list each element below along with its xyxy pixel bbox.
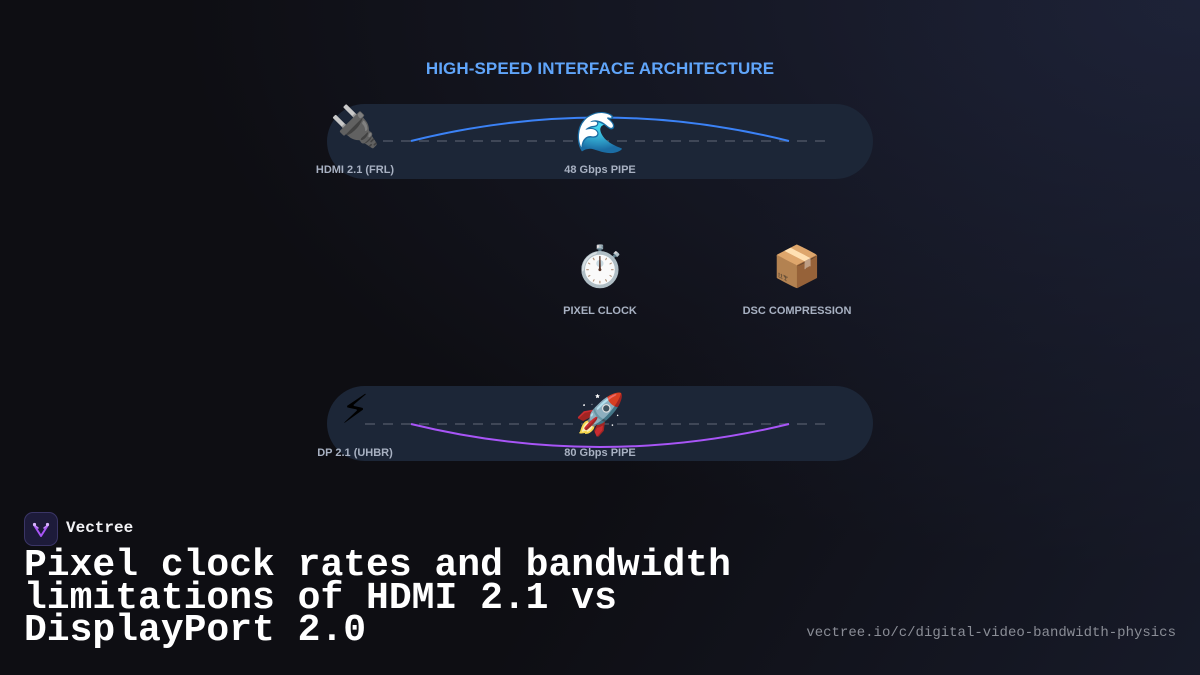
hdmi-label: HDMI 2.1 (FRL)	[315, 164, 395, 176]
dp-pipe-label: 80 Gbps PIPE	[564, 447, 636, 459]
hdmi-signal-curve	[410, 116, 790, 142]
wave-icon: 🌊	[575, 110, 625, 156]
lightning-icon: ⚡	[340, 387, 370, 433]
hdmi-pipe-label: 48 Gbps PIPE	[564, 164, 636, 176]
dp-label: DP 2.1 (UHBR)	[317, 447, 393, 459]
stopwatch-icon: ⏱️	[575, 244, 625, 290]
dsc-label: DSC COMPRESSION	[742, 305, 852, 317]
brand-logo	[24, 512, 58, 546]
rocket-icon: 🚀	[575, 392, 625, 438]
source-url[interactable]: vectree.io/c/digital-video-bandwidth-phy…	[806, 625, 1176, 641]
pixel-clock-label: PIXEL CLOCK	[563, 305, 637, 317]
plug-icon: 🔌	[330, 104, 380, 150]
diagram-title: HIGH-SPEED INTERFACE ARCHITECTURE	[425, 59, 775, 78]
vectree-logo-icon	[32, 522, 50, 537]
page-headline: Pixel clock rates and bandwidth limitati…	[24, 544, 731, 652]
dp-signal-curve	[410, 423, 790, 448]
package-icon: 📦	[772, 244, 822, 290]
brand-name: Vectree	[66, 519, 134, 537]
